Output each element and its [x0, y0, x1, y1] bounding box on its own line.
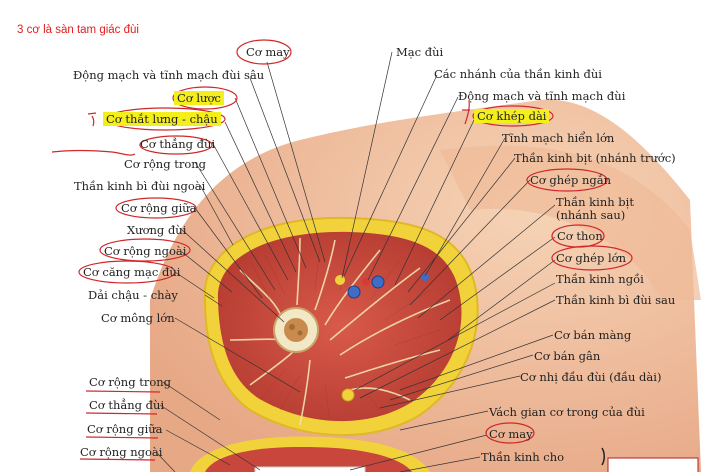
label-b-co-thang-dui: Cơ thẳng đùi — [89, 398, 165, 412]
label-b-co-rong-ngoai: Cơ rộng ngoài — [80, 445, 163, 459]
label-than-kinh-bit-truoc: Thần kinh bịt (nhánh trước) — [514, 151, 676, 165]
label-b-co-rong-giua: Cơ rộng giữa — [87, 422, 163, 436]
annotation-marks — [51, 39, 633, 461]
label-co-rong-ngoai: Cơ rộng ngoài — [104, 244, 187, 258]
label-than-kinh-bi-dui-sau: Thần kinh bì đùi sau — [556, 293, 676, 307]
label-co-ban-gan: Cơ bán gân — [534, 349, 601, 363]
label-than-kinh-ngoi: Thần kinh ngồi — [556, 272, 644, 286]
label-co-ghep-ngan: Cơ ghép ngắn — [530, 173, 611, 187]
label-co-nhi-dau-dui: Cơ nhị đầu đùi (đầu dài) — [520, 370, 662, 384]
label-b-co-rong-trong: Cơ rộng trong — [89, 375, 172, 389]
label-co-ghep-lon: Cơ ghép lớn — [556, 251, 626, 265]
label-xuong-dui: Xương đùi — [127, 223, 187, 237]
label-vach-gian-co-trong: Vách gian cơ trong của đùi — [489, 405, 645, 419]
label-co-may-top: Cơ may — [246, 45, 290, 59]
label-than-kinh-cho: Thần kinh cho — [481, 450, 565, 464]
label-co-rong-giua: Cơ rộng giữa — [121, 201, 197, 215]
label-co-thang-dui: Cơ thẳng đùi — [140, 137, 216, 151]
label-mac-dui: Mạc đùi — [396, 45, 444, 59]
label-co-khep-dai: Cơ khép dài — [474, 109, 550, 123]
label-dong-mach-dui-sau: Động mạch và tĩnh mạch đùi sâu — [73, 68, 265, 82]
note-title: 3 cơ là sàn tam giác đùi — [17, 24, 139, 36]
label-co-ban-mang: Cơ bán màng — [554, 328, 632, 342]
label-co-cang-mac-dui: Cơ căng mạc đùi — [83, 265, 181, 279]
label-than-kinh-bit-sau: Thần kinh bịt — [556, 195, 634, 209]
label-nhanh-than-kinh-dui: Các nhánh của thần kinh đùi — [434, 67, 602, 81]
label-co-rong-trong: Cơ rộng trong — [124, 157, 207, 171]
label-dong-mach-dui: Động mạch và tĩnh mạch đùi — [458, 89, 626, 103]
label-co-that-lung-chau: Cơ thắt lưng - chậu — [103, 112, 221, 126]
label-tinh-mach-hien-lon: Tĩnh mạch hiển lớn — [502, 131, 615, 145]
label-than-kinh-bi-dui-ngoai: Thần kinh bì đùi ngoài — [74, 179, 206, 193]
label-co-may-bottom: Cơ may — [489, 427, 533, 441]
label-co-luoc: Cơ lược — [174, 91, 224, 105]
label-co-thon: Cơ thon — [557, 229, 603, 243]
label-dai-chau-chay: Dải chậu - chày — [88, 288, 178, 302]
label-co-mong-lon: Cơ mông lớn — [101, 311, 175, 325]
label-than-kinh-bit-sau-line2: (nhánh sau) — [556, 208, 626, 222]
